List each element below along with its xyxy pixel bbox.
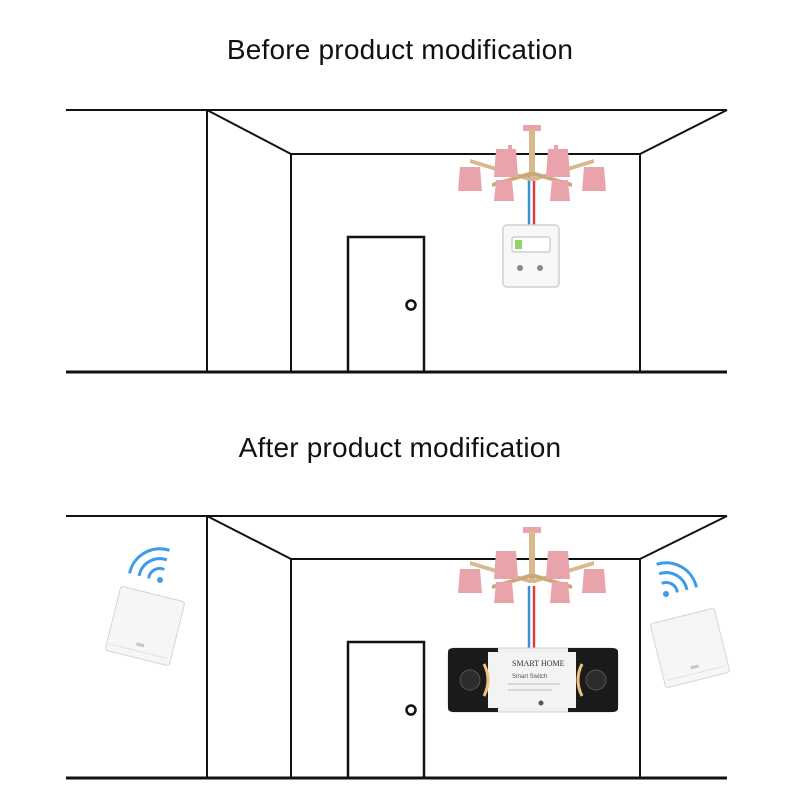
- wireless-switch-icon: [650, 608, 730, 688]
- wires: [527, 586, 536, 648]
- after-section-title: After product modification: [238, 432, 562, 463]
- before-scene: [66, 109, 728, 374]
- wifi-signal-icon: [656, 561, 698, 597]
- wifi-signal-icon: [128, 547, 170, 583]
- wireless-switch-icon: [105, 586, 185, 666]
- device-model-label: Smart Switch: [512, 674, 547, 680]
- door-icon: [346, 640, 426, 780]
- door-icon: [346, 235, 426, 374]
- before-section-title: Before product modification: [226, 34, 574, 65]
- chandelier-icon: [458, 527, 606, 603]
- device-brand-label: SMART HOME: [512, 659, 565, 668]
- wall-switch-icon: [502, 224, 560, 288]
- chandelier-icon: [458, 125, 606, 201]
- smart-switch-module-icon: SMART HOME Smart Switch: [447, 647, 619, 713]
